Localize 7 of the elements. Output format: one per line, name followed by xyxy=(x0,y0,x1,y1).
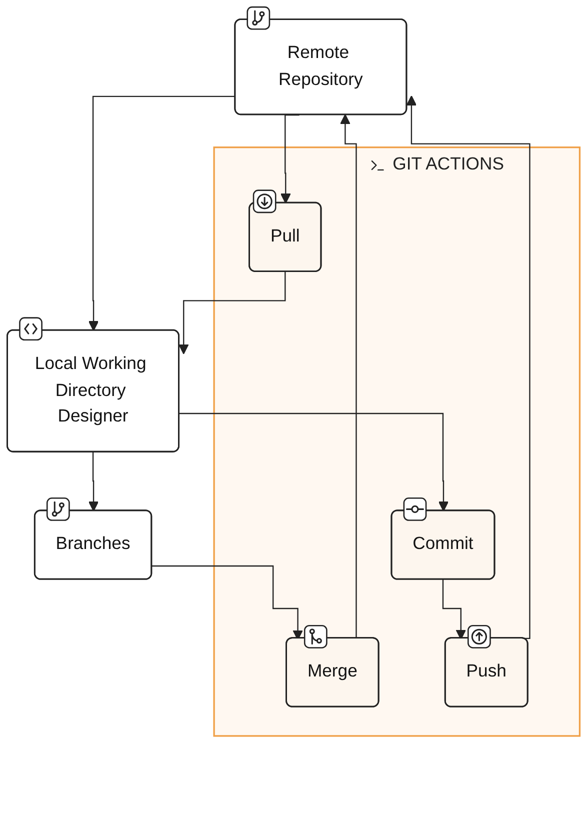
arrow xyxy=(88,452,99,512)
arrow xyxy=(179,412,449,512)
arrow xyxy=(340,114,357,640)
arrow xyxy=(406,95,530,640)
arrow xyxy=(88,96,236,332)
arrow xyxy=(280,114,300,204)
arrow xyxy=(178,271,286,354)
